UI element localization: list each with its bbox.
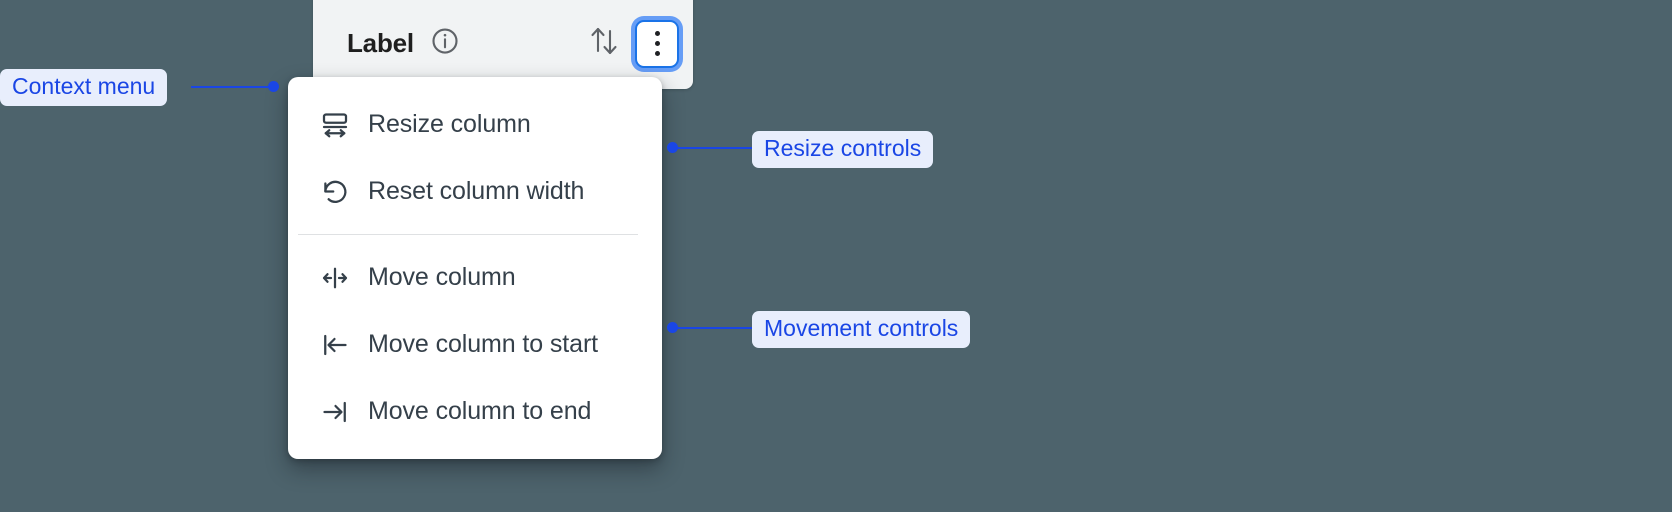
column-header-panel: Label bbox=[313, 0, 693, 89]
annotation-movement-controls: Movement controls bbox=[752, 311, 971, 348]
more-vertical-icon-dot bbox=[654, 41, 660, 46]
menu-item-move-column[interactable]: Move column bbox=[288, 244, 662, 311]
menu-item-label: Resize column bbox=[368, 110, 531, 138]
arrow-to-start-icon bbox=[320, 330, 350, 360]
resize-column-icon bbox=[320, 110, 350, 140]
menu-item-label: Move column to end bbox=[368, 397, 592, 425]
annotation-leader-line bbox=[677, 327, 753, 329]
reset-rotate-ccw-icon bbox=[320, 177, 350, 207]
menu-separator bbox=[298, 234, 638, 235]
annotation-context-menu: Context menu bbox=[0, 69, 168, 106]
annotation-anchor-dot bbox=[268, 81, 279, 92]
menu-item-reset-column-width[interactable]: Reset column width bbox=[288, 158, 662, 225]
menu-item-move-column-to-end[interactable]: Move column to end bbox=[288, 378, 662, 445]
more-vertical-icon-dot bbox=[654, 31, 660, 36]
column-header-title: Label bbox=[347, 28, 414, 58]
menu-item-label: Move column bbox=[368, 263, 516, 291]
arrow-to-end-icon bbox=[320, 397, 350, 427]
menu-item-resize-column[interactable]: Resize column bbox=[288, 91, 662, 158]
annotation-resize-controls: Resize controls bbox=[752, 131, 934, 168]
sort-up-down-icon[interactable] bbox=[587, 23, 621, 64]
annotation-leader-line bbox=[677, 147, 753, 149]
annotation-leader-line bbox=[191, 86, 273, 88]
more-vertical-icon-dot bbox=[654, 51, 660, 56]
menu-item-move-column-to-start[interactable]: Move column to start bbox=[288, 311, 662, 378]
annotation-anchor-dot bbox=[667, 322, 678, 333]
menu-item-label: Reset column width bbox=[368, 177, 585, 205]
menu-item-label: Move column to start bbox=[368, 330, 599, 358]
annotation-anchor-dot bbox=[667, 142, 678, 153]
move-left-right-icon bbox=[320, 263, 350, 293]
context-menu: Resize column Reset column width Move co… bbox=[288, 77, 662, 459]
info-circle-icon[interactable] bbox=[430, 26, 460, 61]
overflow-menu-button[interactable] bbox=[635, 19, 679, 68]
